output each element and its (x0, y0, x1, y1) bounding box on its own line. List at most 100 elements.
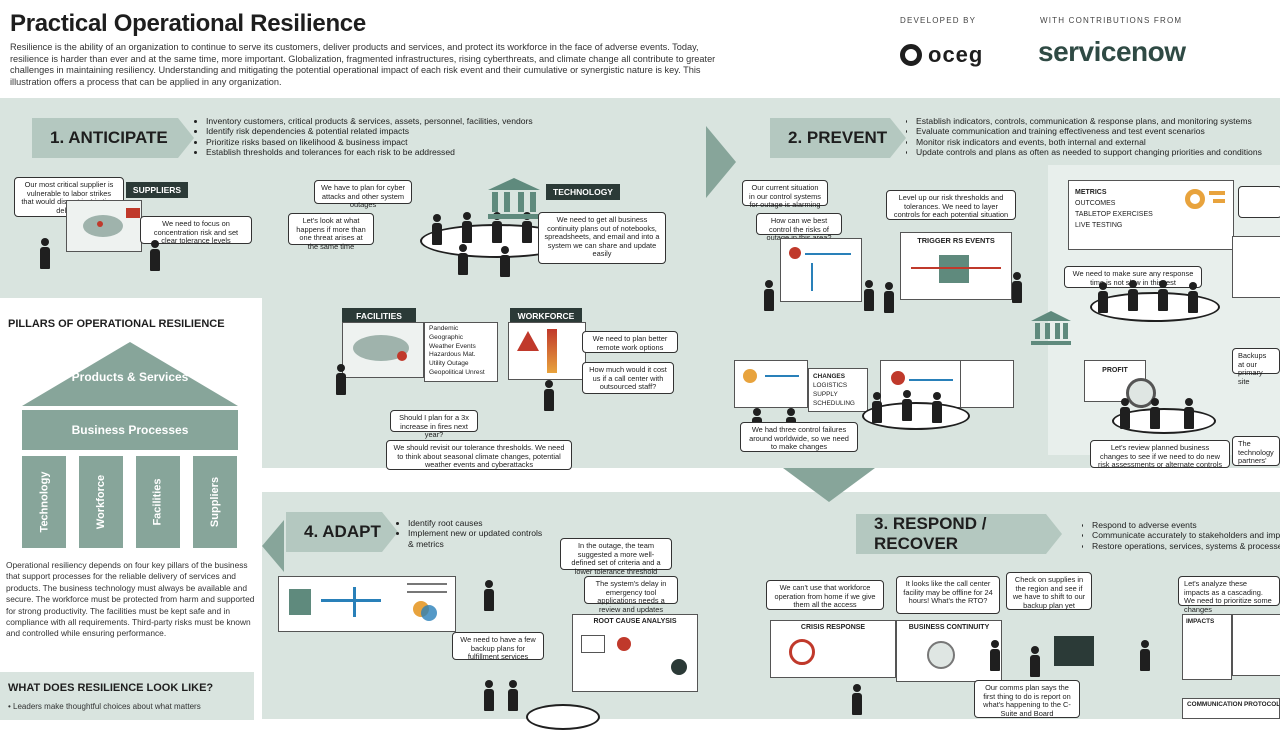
crisis-response-board: CRISIS RESPONSE (770, 620, 896, 678)
pillars-roof-text: Products & Services (71, 370, 189, 384)
metrics-item: LIVE TESTING (1075, 222, 1123, 229)
metrics-item: METRICS (1075, 189, 1107, 196)
person-figure (1140, 640, 1150, 671)
person-figure (902, 390, 912, 421)
person-figure (884, 282, 894, 313)
arrow-to-adapt-icon (262, 520, 284, 572)
person-figure (150, 240, 160, 271)
risk-item: Geographic (429, 333, 464, 341)
adapt-bullets: Identify root causes Implement new or up… (398, 518, 548, 549)
risk-item: Utility Outage (429, 360, 469, 368)
flowchart-board (780, 238, 862, 302)
speech-bubble: How can we best control the risks of out… (756, 213, 842, 242)
person-figure (432, 214, 442, 245)
building-icon (289, 589, 311, 615)
pillars-roof (22, 342, 238, 406)
anticipate-bullet: Inventory customers, critical products &… (206, 116, 606, 126)
business-processes-bar: Business Processes (22, 410, 238, 450)
speech-bubble-clipped: The technology partners' operational ris… (1232, 436, 1280, 466)
building-icon (486, 176, 542, 220)
pie-chart-icon (1185, 189, 1205, 209)
world-map-board (66, 200, 142, 252)
chart-board-clipped (1232, 236, 1280, 298)
workforce-board (508, 322, 586, 380)
resilience-item: • Leaders make thoughtful choices about … (8, 702, 201, 711)
crisis-title: CRISIS RESPONSE (800, 624, 866, 631)
pillar-workforce: Workforce (79, 456, 123, 548)
arrow-to-respond-icon (783, 468, 875, 502)
metrics-board: METRICS OUTCOMES TABLETOP EXERCISES LIVE… (1068, 180, 1234, 250)
target-icon (789, 639, 815, 665)
intro-paragraph: Resilience is the ability of an organiza… (10, 42, 716, 87)
prevent-label[interactable]: 2. PREVENT (770, 118, 906, 158)
speech-bubble: It looks like the call center facility m… (896, 576, 1000, 614)
person-figure (1158, 280, 1168, 311)
facilities-label: FACILITIES (342, 308, 416, 324)
person-figure (458, 244, 468, 275)
oceg-logo[interactable]: oceg (900, 42, 983, 68)
person-figure (1012, 272, 1022, 303)
speech-bubble: We had three control failures around wor… (740, 422, 858, 452)
pillar-technology: Technology (22, 456, 66, 548)
person-figure (1150, 398, 1160, 429)
pillars-sidebar: PILLARS OF OPERATIONAL RESILIENCE Produc… (0, 306, 262, 720)
prevent-bullet: Monitor risk indicators and events, both… (916, 137, 1280, 147)
speech-bubble: We should revisit our tolerance threshol… (386, 440, 572, 470)
anticipate-label[interactable]: 1. ANTICIPATE (32, 118, 194, 158)
adapt-label[interactable]: 4. ADAPT (286, 512, 398, 552)
person-figure (462, 212, 472, 243)
pillar-suppliers: Suppliers (193, 456, 237, 548)
person-figure (852, 684, 862, 715)
speech-bubble: In the outage, the team suggested a more… (560, 538, 672, 576)
risk-item: Weather Events (429, 342, 476, 350)
person-figure (864, 280, 874, 311)
changes-board: CHANGES LOGISTICS SUPPLY SCHEDULING (808, 368, 868, 412)
root-cause-board: ROOT CAUSE ANALYSIS (572, 614, 698, 692)
business-continuity-board: BUSINESS CONTINUITY (896, 620, 1002, 682)
person-figure (484, 580, 494, 611)
person-figure (1184, 398, 1194, 429)
person-figure (872, 392, 882, 423)
speech-bubble: We can't use that workforce operation fr… (766, 580, 884, 610)
facilities-map-board (342, 322, 424, 378)
respond-bullets: Respond to adverse events Communicate ac… (1082, 520, 1280, 551)
speech-bubble: Should I plan for a 3x increase in fires… (390, 410, 478, 439)
continuity-title: BUSINESS CONTINUITY (908, 624, 990, 631)
technology-label: TECHNOLOGY (546, 184, 620, 200)
changes-item: SCHEDULING (813, 400, 855, 407)
speech-bubble: Let's analyze these impacts as a cascadi… (1178, 576, 1280, 614)
person-figure (1188, 282, 1198, 313)
speech-bubble: How much would it cost us if a call cent… (582, 362, 674, 394)
metrics-item: OUTCOMES (1075, 200, 1116, 207)
speech-bubble: We have to plan for cyber attacks and ot… (314, 180, 412, 209)
pillar-facilities: Facilities (136, 456, 180, 548)
person-figure (484, 680, 494, 711)
person-figure (508, 680, 518, 711)
resilience-heading: WHAT DOES RESILIENCE LOOK LIKE? (8, 682, 214, 694)
speech-bubble: Level up our risk thresholds and toleran… (886, 190, 1016, 220)
impacts-title: IMPACTS (1186, 618, 1215, 625)
metrics-item: TABLETOP EXERCISES (1075, 211, 1153, 218)
resilience-box: WHAT DOES RESILIENCE LOOK LIKE? • Leader… (0, 672, 254, 720)
respond-bullet: Restore operations, services, systems & … (1092, 541, 1280, 551)
risk-item: Hazardous Mat. (429, 351, 476, 359)
person-figure (500, 246, 510, 277)
monitor-icon (1054, 636, 1094, 666)
flag-icon (126, 208, 140, 218)
comm-protocols-title: COMMUNICATION PROTOCOLS (1187, 701, 1280, 708)
profit-title: PROFIT (1102, 367, 1128, 374)
route-map-board (880, 360, 962, 408)
person-figure (544, 380, 554, 411)
respond-label[interactable]: 3. RESPOND / RECOVER (856, 514, 1062, 554)
pillars-description: Operational resiliency depends on four k… (6, 560, 255, 639)
speech-bubble: We need to plan better remote work optio… (582, 331, 678, 353)
speech-bubble: Check on supplies in the region and see … (1006, 572, 1092, 610)
prevent-bullet: Update controls and plans as often as ne… (916, 147, 1280, 157)
root-cause-title: ROOT CAUSE ANALYSIS (593, 618, 677, 625)
servicenow-logo[interactable]: servicenow (1038, 36, 1186, 67)
anticipate-bullet: Prioritize risks based on likelihood & b… (206, 137, 606, 147)
speech-bubble: Our comms plan says the first thing to d… (974, 680, 1080, 718)
person-figure (40, 238, 50, 269)
speech-bubble-clipped (1238, 186, 1280, 218)
changes-item: LOGISTICS (813, 382, 848, 389)
